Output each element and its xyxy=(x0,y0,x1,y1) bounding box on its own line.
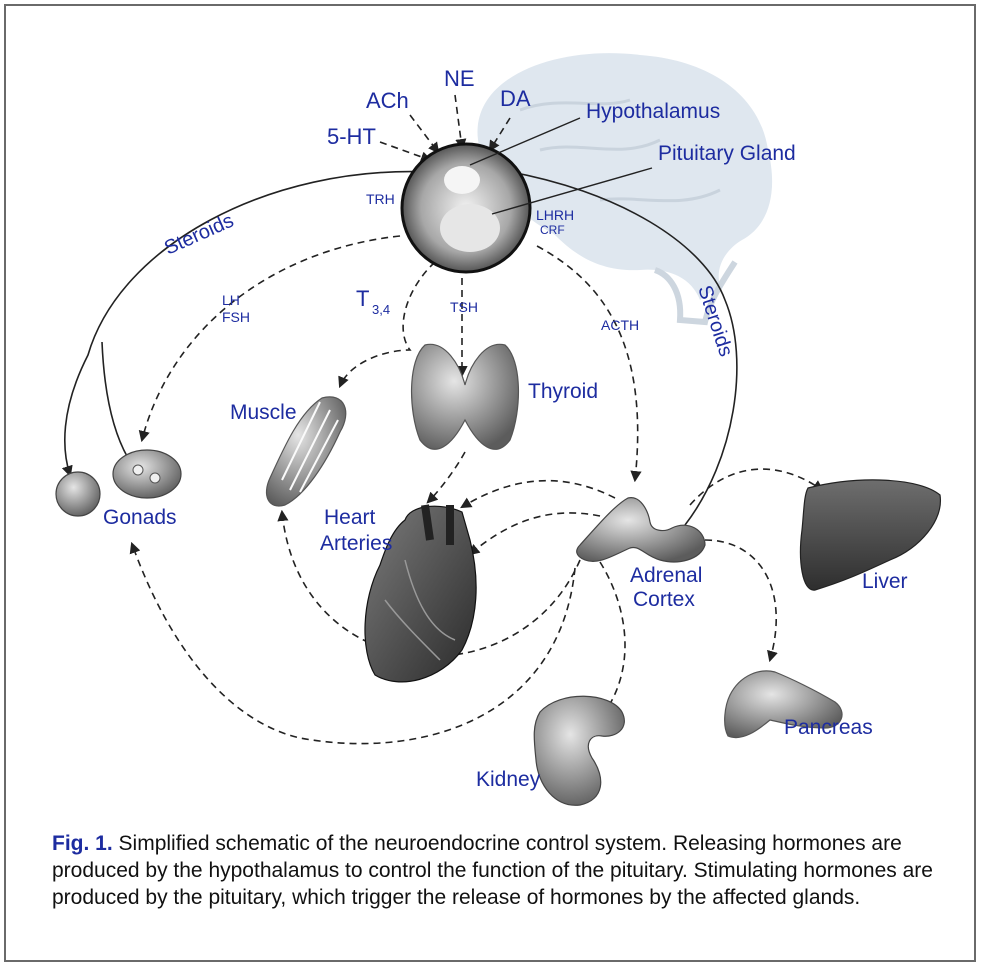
label-kidney: Kidney xyxy=(476,768,541,791)
adrenal-cortex-illustration xyxy=(577,498,705,562)
label-lhrh: LHRH xyxy=(536,207,574,223)
label-fsh: FSH xyxy=(222,309,250,325)
label-steroids-left: Steroids xyxy=(161,210,237,260)
steroids-branch-gonads xyxy=(102,342,128,458)
label-ne: NE xyxy=(444,66,475,91)
label-liver: Liver xyxy=(862,570,908,593)
label-gonads: Gonads xyxy=(103,506,177,529)
thyroid-illustration xyxy=(412,344,519,449)
label-lh: LH xyxy=(222,292,240,308)
label-adrenal: Adrenal xyxy=(630,564,702,587)
label-5ht: 5-HT xyxy=(327,124,376,149)
label-muscle: Muscle xyxy=(230,401,297,424)
label-t: T xyxy=(356,286,369,311)
label-thyroid: Thyroid xyxy=(528,380,598,403)
label-crf: CRF xyxy=(540,223,565,237)
label-arteries: Arteries xyxy=(320,532,392,555)
label-da: DA xyxy=(500,86,531,111)
label-acth: ACTH xyxy=(601,317,639,333)
label-pancreas: Pancreas xyxy=(784,716,873,739)
label-cortex: Cortex xyxy=(633,588,695,611)
label-t-subscript: 3,4 xyxy=(372,302,390,317)
label-trh: TRH xyxy=(366,191,395,207)
figure-caption: Fig. 1. Simplified schematic of the neur… xyxy=(52,830,952,911)
label-hypothalamus: Hypothalamus xyxy=(586,100,720,123)
kidney-illustration xyxy=(534,696,624,805)
label-pituitary-gland: Pituitary Gland xyxy=(658,142,796,165)
label-heart: Heart xyxy=(324,506,376,529)
caption-text: Simplified schematic of the neuroendocri… xyxy=(52,832,933,909)
label-tsh: TSH xyxy=(450,299,478,315)
label-ach: ACh xyxy=(366,88,409,113)
figure-number: Fig. 1. xyxy=(52,832,113,855)
